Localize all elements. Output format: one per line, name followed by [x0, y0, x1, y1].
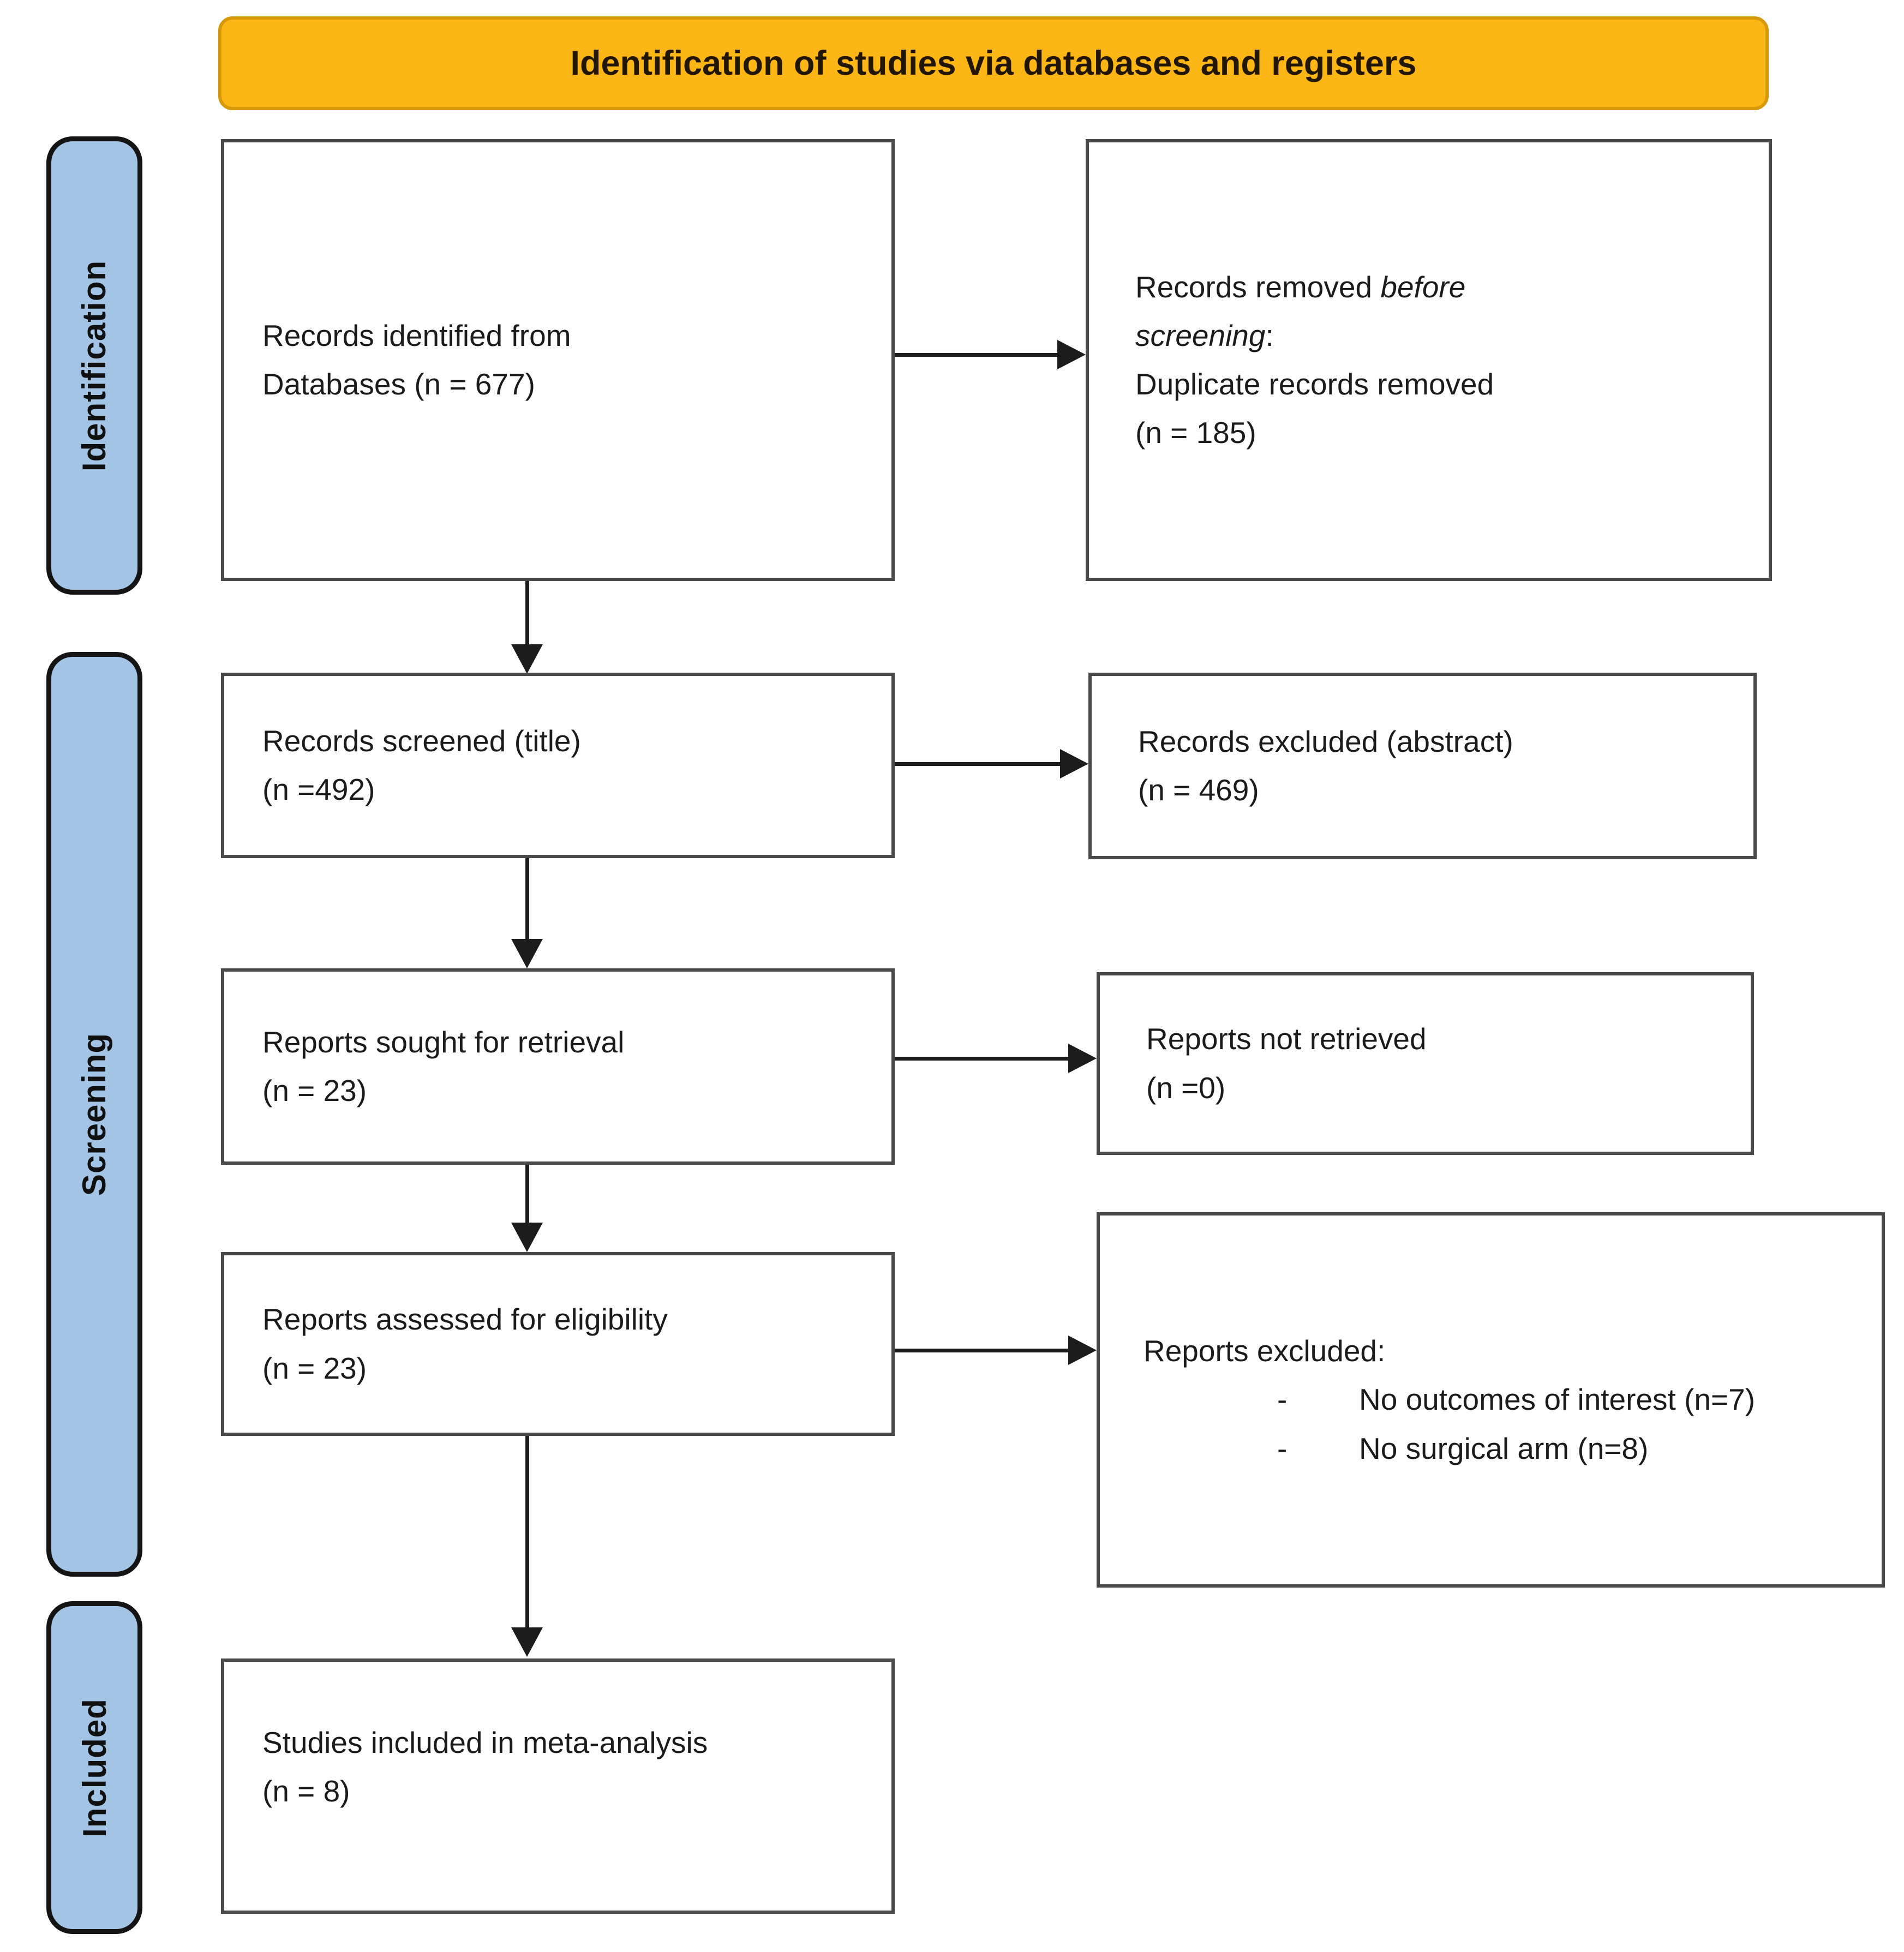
stage-bar-screening: Screening: [46, 652, 142, 1577]
box-reports-assessed: Reports assessed for eligibility (n = 23…: [221, 1252, 895, 1436]
bullet-text: No outcomes of interest (n=7): [1359, 1382, 1756, 1417]
bullet-dash: -: [1277, 1431, 1288, 1465]
box-records-excluded: Records excluded (abstract) (n = 469): [1088, 673, 1757, 859]
banner-title: Identification of studies via databases …: [570, 44, 1417, 82]
box-bullet-item: - No outcomes of interest (n=7): [1277, 1375, 1860, 1424]
box-line: (n =492): [262, 773, 375, 806]
box-line-indented: Duplicate records removed: [1135, 367, 1494, 401]
stage-label-identification: Identification: [76, 260, 113, 471]
box-line: (n = 23): [262, 1074, 367, 1107]
stage-label-included: Included: [76, 1698, 113, 1837]
stage-label-screening: Screening: [76, 1032, 113, 1196]
box-line: Records screened (title): [262, 723, 581, 758]
box-reports-excluded: Reports excluded: - No outcomes of inter…: [1097, 1212, 1885, 1588]
box-reports-not-retrieved: Reports not retrieved (n =0): [1097, 972, 1754, 1155]
box-records-removed-before-screening: Records removed before screening: Duplic…: [1086, 139, 1772, 581]
banner: Identification of studies via databases …: [218, 16, 1769, 110]
box-line-segment-italic: screening: [1135, 318, 1266, 352]
box-line: Records removed before: [1135, 263, 1747, 312]
bullet-text: No surgical arm (n=8): [1359, 1431, 1649, 1465]
box-line: (n =0): [1146, 1070, 1226, 1105]
box-line: Studies included in meta-analysis: [262, 1725, 708, 1759]
box-line: Reports excluded:: [1143, 1334, 1386, 1368]
box-line-segment-italic: before: [1380, 270, 1466, 304]
box-line: (n = 23): [262, 1351, 367, 1385]
box-studies-included: Studies included in meta-analysis (n = 8…: [221, 1658, 895, 1914]
stage-bar-included: Included: [46, 1601, 142, 1934]
box-line: Reports sought for retrieval: [262, 1025, 625, 1059]
box-line: (n = 469): [1138, 773, 1259, 807]
box-line: Records excluded (abstract): [1138, 724, 1513, 758]
box-records-screened: Records screened (title) (n =492): [221, 673, 895, 858]
box-line: Records identified from: [262, 318, 571, 352]
box-line-indented: (n = 185): [1135, 416, 1256, 450]
box-bullet-item: - No surgical arm (n=8): [1277, 1424, 1860, 1473]
box-line: screening:: [1135, 312, 1747, 360]
bullet-dash: -: [1277, 1382, 1288, 1417]
box-line: Reports not retrieved: [1146, 1022, 1427, 1056]
box-records-identified: Records identified from Databases (n = 6…: [221, 139, 895, 581]
box-line-segment: :: [1265, 318, 1274, 352]
box-reports-sought: Reports sought for retrieval (n = 23): [221, 968, 895, 1165]
box-line: (n = 8): [262, 1774, 350, 1808]
box-line: Databases (n = 677): [262, 367, 535, 401]
box-line-segment: Records removed: [1135, 270, 1381, 304]
stage-bar-identification: Identification: [46, 136, 142, 595]
box-line: Reports assessed for eligibility: [262, 1302, 668, 1337]
